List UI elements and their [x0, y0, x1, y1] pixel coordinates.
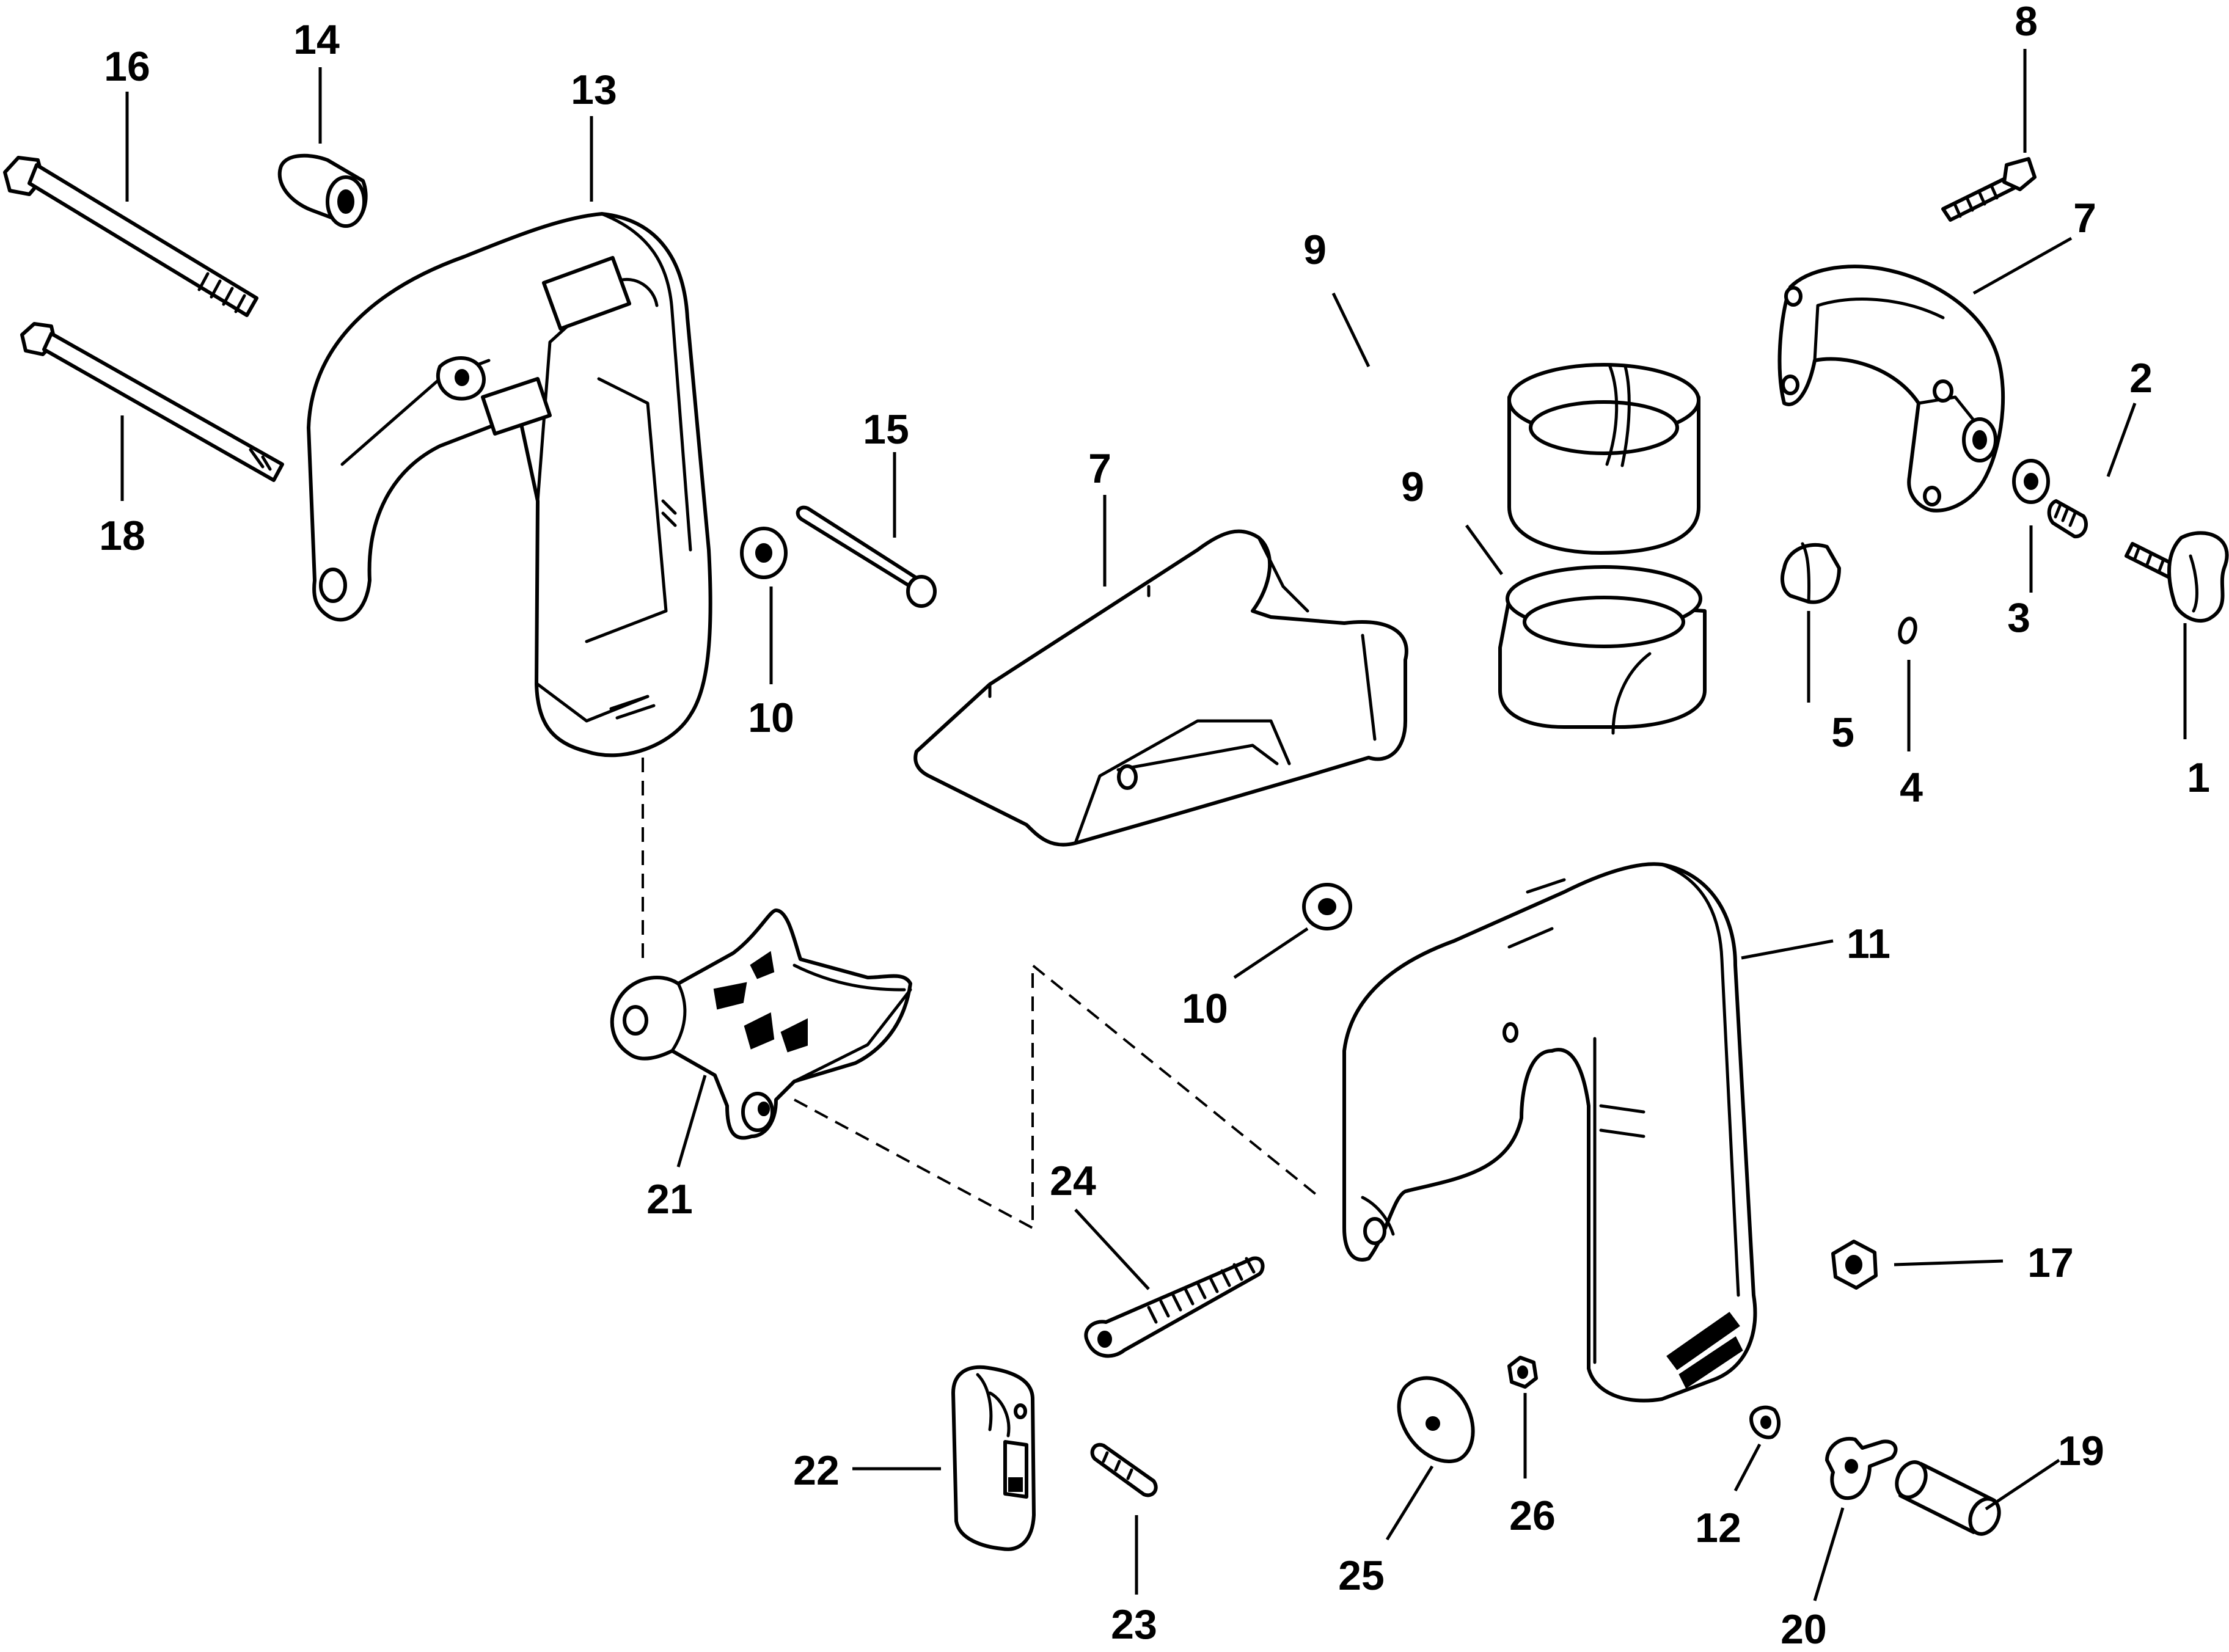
part-26-nut [1507, 1356, 1538, 1389]
part-11-stern-bracket [1342, 862, 1757, 1403]
callout-19: 19 [2058, 1428, 2104, 1474]
part-23-roll-pin [1090, 1442, 1158, 1497]
part-18-bolt [20, 322, 284, 482]
callout-3: 3 [2007, 594, 2030, 641]
callout-4: 4 [1900, 764, 1923, 811]
part-2-set-screw [2047, 499, 2088, 539]
part-20-wing-nut [1825, 1436, 1898, 1500]
part-8-screw [1941, 157, 2037, 222]
part-25-cup-washer [1397, 1376, 1475, 1463]
part-13-stern-bracket [307, 212, 712, 758]
callout-17: 17 [2027, 1240, 2074, 1286]
callout-9-lower: 9 [1401, 464, 1424, 510]
callout-11: 11 [1847, 921, 1890, 967]
callout-14: 14 [293, 16, 340, 63]
part-5-key [1781, 542, 1841, 604]
callout-13: 13 [571, 67, 617, 113]
callout-10-lower: 10 [1182, 985, 1228, 1032]
part-17-nut [1831, 1240, 1878, 1290]
leader-lines [120, 49, 2187, 1601]
callout-1: 1 [2187, 755, 2210, 801]
part-4-o-ring [1898, 616, 1917, 645]
callout-23: 23 [1111, 1601, 1157, 1648]
part-3-washer [2012, 459, 2050, 504]
part-10-washer-lower [1302, 883, 1352, 930]
callout-16: 16 [104, 43, 150, 90]
callout-24: 24 [1050, 1158, 1096, 1204]
callout-22: 22 [793, 1447, 840, 1494]
part-16-bolt [3, 156, 258, 317]
callout-21: 21 [646, 1176, 693, 1223]
callout-numbers: 16 14 13 18 15 10 7 9 9 8 7 2 3 5 4 1 10… [99, 0, 2210, 1652]
assembly-lines [642, 758, 1321, 1230]
callout-7-center: 7 [1088, 445, 1111, 492]
part-15-pin [796, 505, 937, 608]
callout-8: 8 [2015, 0, 2038, 45]
part-14-bushing [277, 153, 368, 228]
callout-25: 25 [1338, 1552, 1385, 1599]
part-22-cam [951, 1365, 1036, 1551]
callout-12: 12 [1695, 1505, 1741, 1551]
part-19-tube [1895, 1460, 2001, 1536]
part-9-bushing-lower [1498, 565, 1707, 735]
callout-20: 20 [1781, 1606, 1827, 1652]
part-10-washer-upper [740, 527, 788, 579]
callout-2: 2 [2129, 355, 2153, 401]
callout-15: 15 [863, 406, 909, 453]
part-12-nut [1749, 1405, 1781, 1439]
part-7-clamp [1777, 265, 2005, 513]
part-9-bushing-upper [1507, 363, 1700, 555]
callout-26: 26 [1509, 1493, 1556, 1539]
part-7-swivel-bracket [913, 529, 1408, 847]
callout-9-upper: 9 [1303, 227, 1327, 273]
part-1-thumb-screw [2125, 531, 2229, 623]
callout-18: 18 [99, 513, 145, 559]
callout-10-upper: 10 [748, 695, 794, 741]
part-21-tilt-lever [610, 908, 912, 1140]
part-24-rod [1084, 1256, 1265, 1358]
callout-7-clamp: 7 [2073, 195, 2096, 241]
callout-5: 5 [1831, 709, 1854, 756]
